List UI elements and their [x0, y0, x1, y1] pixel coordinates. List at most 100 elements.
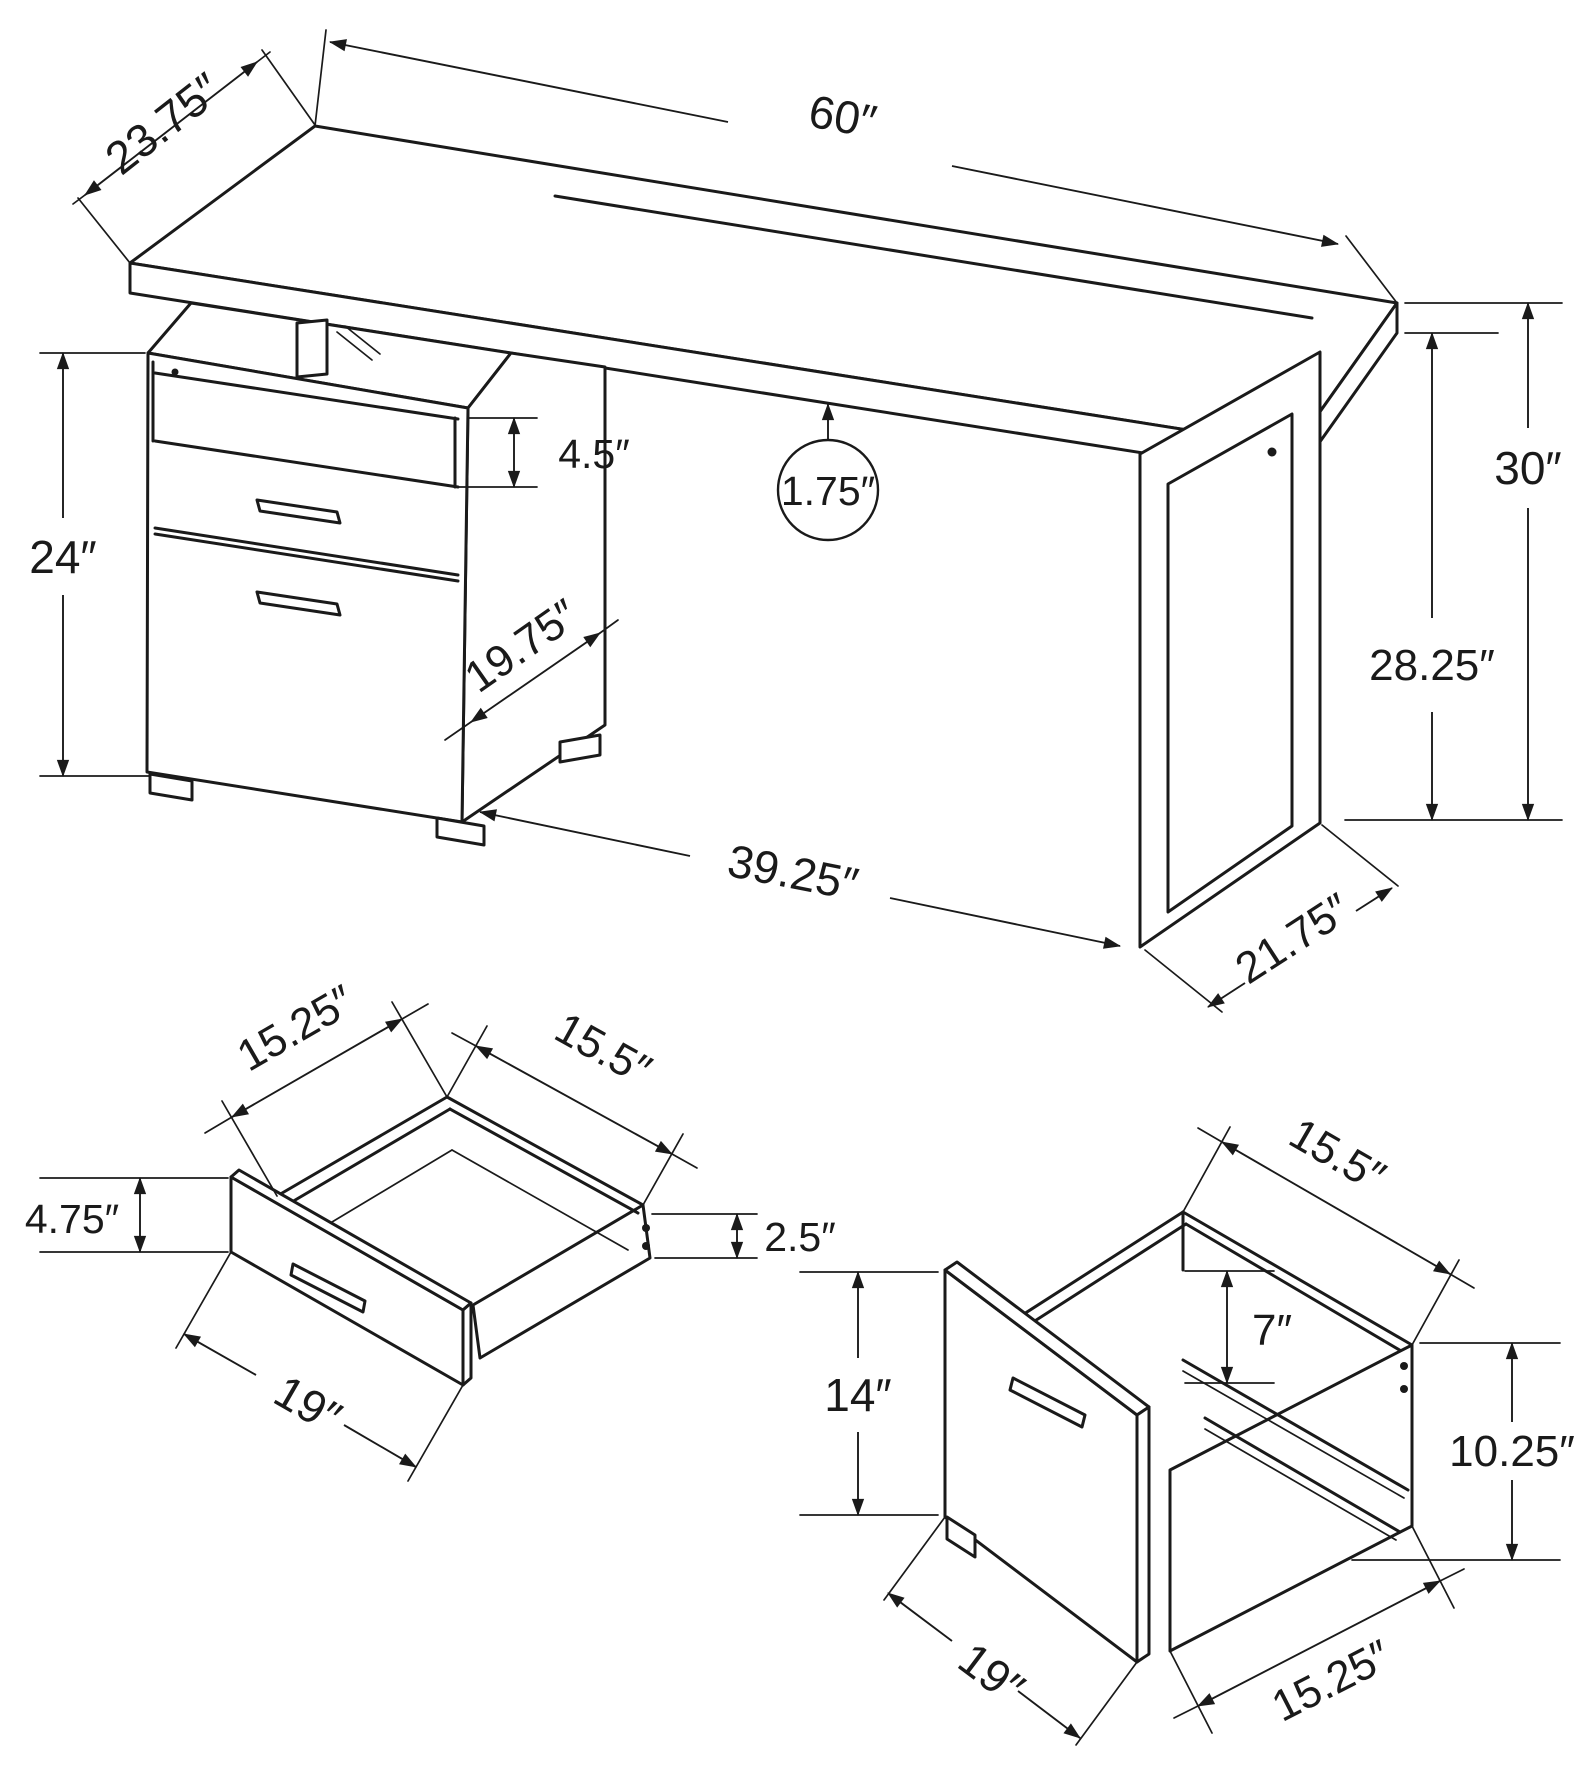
extension-line — [391, 1001, 448, 1098]
cubby-ceiling-edge — [153, 371, 460, 421]
dimension-line — [328, 39, 729, 123]
dimension-line — [1207, 982, 1246, 1008]
drawer-front-panel-end-edge — [1135, 1405, 1151, 1664]
dim-label-clearance-height: 28.25″ — [1369, 641, 1495, 690]
dimension-line — [1017, 1690, 1081, 1739]
dimension-line — [889, 897, 1122, 949]
dim-label-knee-clearance: 39.25″ — [724, 834, 863, 910]
dimension-line — [478, 809, 691, 857]
drawer-foot — [945, 1515, 977, 1559]
leg-bolt-dot — [1267, 447, 1277, 457]
file-rail-left-inner — [1182, 1370, 1405, 1499]
arrow-tail — [401, 1003, 429, 1020]
extension-line — [407, 1384, 464, 1482]
back-wall-rim-inner — [448, 1107, 640, 1215]
extension-line — [1411, 1525, 1455, 1609]
dim-label-top-thickness: 1.75″ — [781, 468, 875, 514]
extension-line — [1345, 235, 1398, 304]
arrow-tail — [671, 1153, 698, 1169]
extension-line — [446, 1025, 488, 1098]
file-drawer-view: 15.5″ 7″ 14″ 10.25″ 19″ — [799, 1109, 1575, 1746]
drawer-handle — [1008, 1376, 1087, 1429]
dimension-line — [84, 61, 258, 196]
glide-screw-dot — [1400, 1362, 1408, 1370]
dimension-line — [887, 1592, 953, 1642]
extension-line — [642, 1133, 684, 1206]
drawer-handle — [289, 1262, 367, 1314]
arrow-tail — [204, 1116, 233, 1134]
dim-side-height: 10.25″ — [1351, 1341, 1575, 1562]
dimension-line — [231, 1018, 403, 1118]
pedestal-front-face — [145, 351, 470, 824]
extension-line — [1411, 1259, 1460, 1346]
arrow-tail — [1449, 1273, 1475, 1289]
dim-label-pedestal-height: 24″ — [29, 531, 96, 583]
pedestal-back-foot — [558, 733, 602, 764]
dim-side-height: 2.5″ — [651, 1212, 836, 1260]
arrow-tail — [451, 1032, 477, 1047]
extension-line — [175, 1251, 232, 1349]
dim-pedestal-height: 24″ — [29, 351, 151, 778]
arrow-tail — [1197, 1127, 1223, 1143]
dim-inner-depth: 15.25″ — [204, 976, 448, 1197]
dim-front-height: 14″ — [799, 1270, 939, 1517]
arrow-tail — [72, 194, 86, 205]
left-wall-rim-inner — [283, 1107, 452, 1208]
arrow-tail — [256, 51, 271, 63]
door-top-gap-edge — [153, 532, 460, 583]
extension-line — [1075, 1661, 1138, 1746]
dim-overall-height: 30″ — [1344, 301, 1563, 822]
drawer-right-wall — [471, 1203, 652, 1360]
small-drawer-view: 15.25″ 15.5″ 4.75″ 2.5″ 19″ — [25, 976, 836, 1482]
dim-inner-width: 15.5″ — [446, 1003, 698, 1206]
dim-label-file-rail-depth: 7″ — [1252, 1306, 1292, 1355]
drawer1-bottom-gap-edge — [153, 526, 460, 577]
dimension-circle — [776, 438, 880, 542]
leg-frame-inner-opening — [1166, 412, 1294, 914]
dim-file-rail-depth: 7″ — [1184, 1269, 1292, 1385]
extension-line — [1169, 1650, 1213, 1734]
door-handle — [255, 590, 342, 617]
extension-line — [1144, 949, 1223, 1013]
left-wall-rim-outer — [1011, 1210, 1185, 1323]
arrow-tail — [1439, 1568, 1465, 1582]
dim-clearance-height: 28.25″ — [1369, 331, 1499, 822]
dim-label-inner-depth: 15.25″ — [229, 976, 362, 1081]
dim-knee-clearance: 39.25″ — [478, 809, 1122, 949]
dimension-line — [183, 1333, 257, 1376]
dim-label-front-width: 19″ — [949, 1632, 1034, 1714]
dim-label-inner-width: 15.5″ — [1281, 1109, 1393, 1202]
dim-label-front-height: 14″ — [824, 1369, 891, 1421]
dimension-line — [343, 1424, 417, 1468]
dim-front-height: 4.75″ — [25, 1176, 229, 1254]
file-rail-right-inner — [1204, 1428, 1397, 1541]
extension-line — [883, 1516, 946, 1601]
dim-top-width: 60″ — [314, 29, 1398, 304]
arrow-tail — [1173, 1705, 1199, 1719]
dim-label-side-height: 2.5″ — [764, 1214, 836, 1260]
dimension-line — [470, 632, 601, 723]
dim-label-side-height: 10.25″ — [1449, 1427, 1575, 1476]
extension-line — [77, 197, 131, 264]
drawer1-handle — [255, 498, 342, 525]
back-wall-rim-outer — [445, 1095, 645, 1207]
extension-line — [1321, 824, 1399, 887]
connector-brace-line-2 — [344, 325, 381, 355]
left-wall-rim-inner — [1014, 1222, 1188, 1335]
drawer-right-wall — [1168, 1343, 1414, 1653]
dim-top-thickness: 1.75″ — [776, 402, 880, 542]
dimension-line — [1221, 1141, 1451, 1275]
dim-label-front-width: 19″ — [266, 1365, 350, 1444]
desk-view: 23.75″ 60″ 30″ 28.25″ — [29, 29, 1563, 1013]
dim-cubby-height: 4.5″ — [454, 416, 630, 489]
desktop-underside-back-edge — [553, 194, 1314, 320]
file-rail-left — [1181, 1358, 1410, 1492]
dimension-line — [475, 1045, 673, 1155]
pedestal-front-left-foot — [148, 772, 194, 802]
left-wall-rim-outer — [275, 1095, 449, 1198]
floor-back-right-edge — [451, 1149, 629, 1251]
glide-screw-dot — [642, 1242, 650, 1250]
cubby-floor-edge — [153, 439, 460, 489]
